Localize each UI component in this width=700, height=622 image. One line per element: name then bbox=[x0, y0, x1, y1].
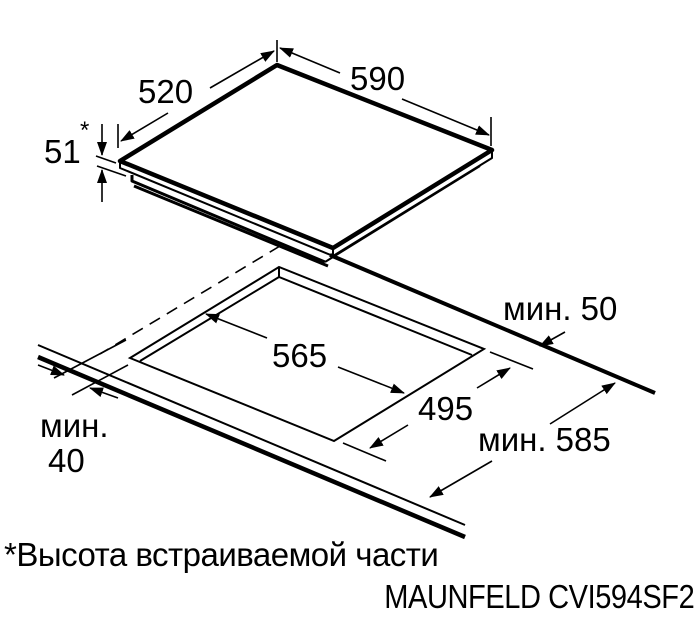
model-name: MAUNFELD CVI594SF2 bbox=[383, 578, 694, 615]
label-hob-depth: 520 bbox=[138, 73, 193, 110]
label-countertop-depth: мин. 585 bbox=[478, 421, 611, 458]
label-hob-height: 51 bbox=[44, 133, 81, 170]
hob-outline bbox=[117, 62, 495, 268]
dimension-countertop-depth bbox=[429, 382, 616, 498]
footnote-built-in-height: *Высота встраиваемой части bbox=[4, 536, 439, 573]
dimension-hob-depth bbox=[117, 40, 278, 148]
cutout-outline bbox=[127, 265, 487, 443]
dimension-hob-width bbox=[279, 47, 492, 146]
dimension-rear-clearance bbox=[539, 331, 566, 347]
label-cutout-width: 565 bbox=[272, 337, 327, 374]
label-rear-clearance: мин. 50 bbox=[503, 290, 617, 327]
dimension-cutout-depth bbox=[342, 351, 534, 462]
dimension-front-clearance bbox=[37, 339, 129, 399]
label-cutout-depth: 495 bbox=[418, 390, 473, 427]
dimension-cutout-width bbox=[205, 313, 405, 394]
label-front-clearance-line1: мин. bbox=[40, 407, 109, 444]
label-hob-width: 590 bbox=[350, 60, 405, 97]
dimension-hob-height bbox=[95, 124, 127, 202]
label-hob-height-marker: * bbox=[80, 117, 89, 144]
label-front-clearance-line2: 40 bbox=[48, 442, 85, 479]
